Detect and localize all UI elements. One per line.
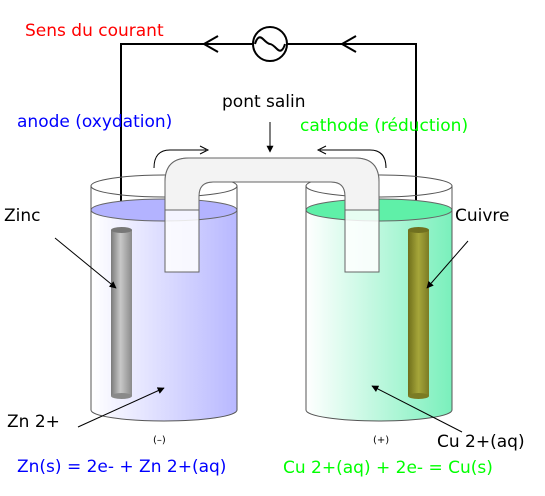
current-direction-arrow-right <box>339 35 357 53</box>
cathode-label: cathode (réduction) <box>300 116 468 136</box>
cathode-equation: Cu 2+(aq) + 2e- = Cu(s) <box>283 458 493 478</box>
anode-equation: Zn(s) = 2e- + Zn 2+(aq) <box>17 457 226 477</box>
anode-label: anode (oxydation) <box>17 112 172 132</box>
copper-electrode <box>408 227 429 399</box>
plus-terminal-label: (+) <box>373 435 389 446</box>
external-circuit-wire <box>120 43 417 232</box>
zinc-label: Zinc <box>4 206 41 226</box>
zinc-pointer <box>54 237 117 289</box>
salt-bridge-flow-arrow-left <box>153 145 210 169</box>
zinc-ion-label: Zn 2+ <box>7 412 60 432</box>
salt-bridge-flow-arrow-right <box>316 145 387 169</box>
galvanometer-icon <box>252 26 288 62</box>
salt-bridge-label: pont salin <box>222 92 306 112</box>
current-direction-label: Sens du courant <box>25 21 164 41</box>
zinc-electrode <box>111 227 132 399</box>
copper-ion-label: Cu 2+(aq) <box>437 432 525 452</box>
minus-terminal-label: (–) <box>153 435 166 446</box>
copper-pointer <box>426 240 469 289</box>
copper-label: Cuivre <box>455 206 510 226</box>
current-direction-arrow-left <box>201 35 219 53</box>
salt-bridge-tube <box>164 157 380 273</box>
zinc-ion-pointer <box>77 387 165 428</box>
copper-ion-pointer <box>371 385 463 433</box>
